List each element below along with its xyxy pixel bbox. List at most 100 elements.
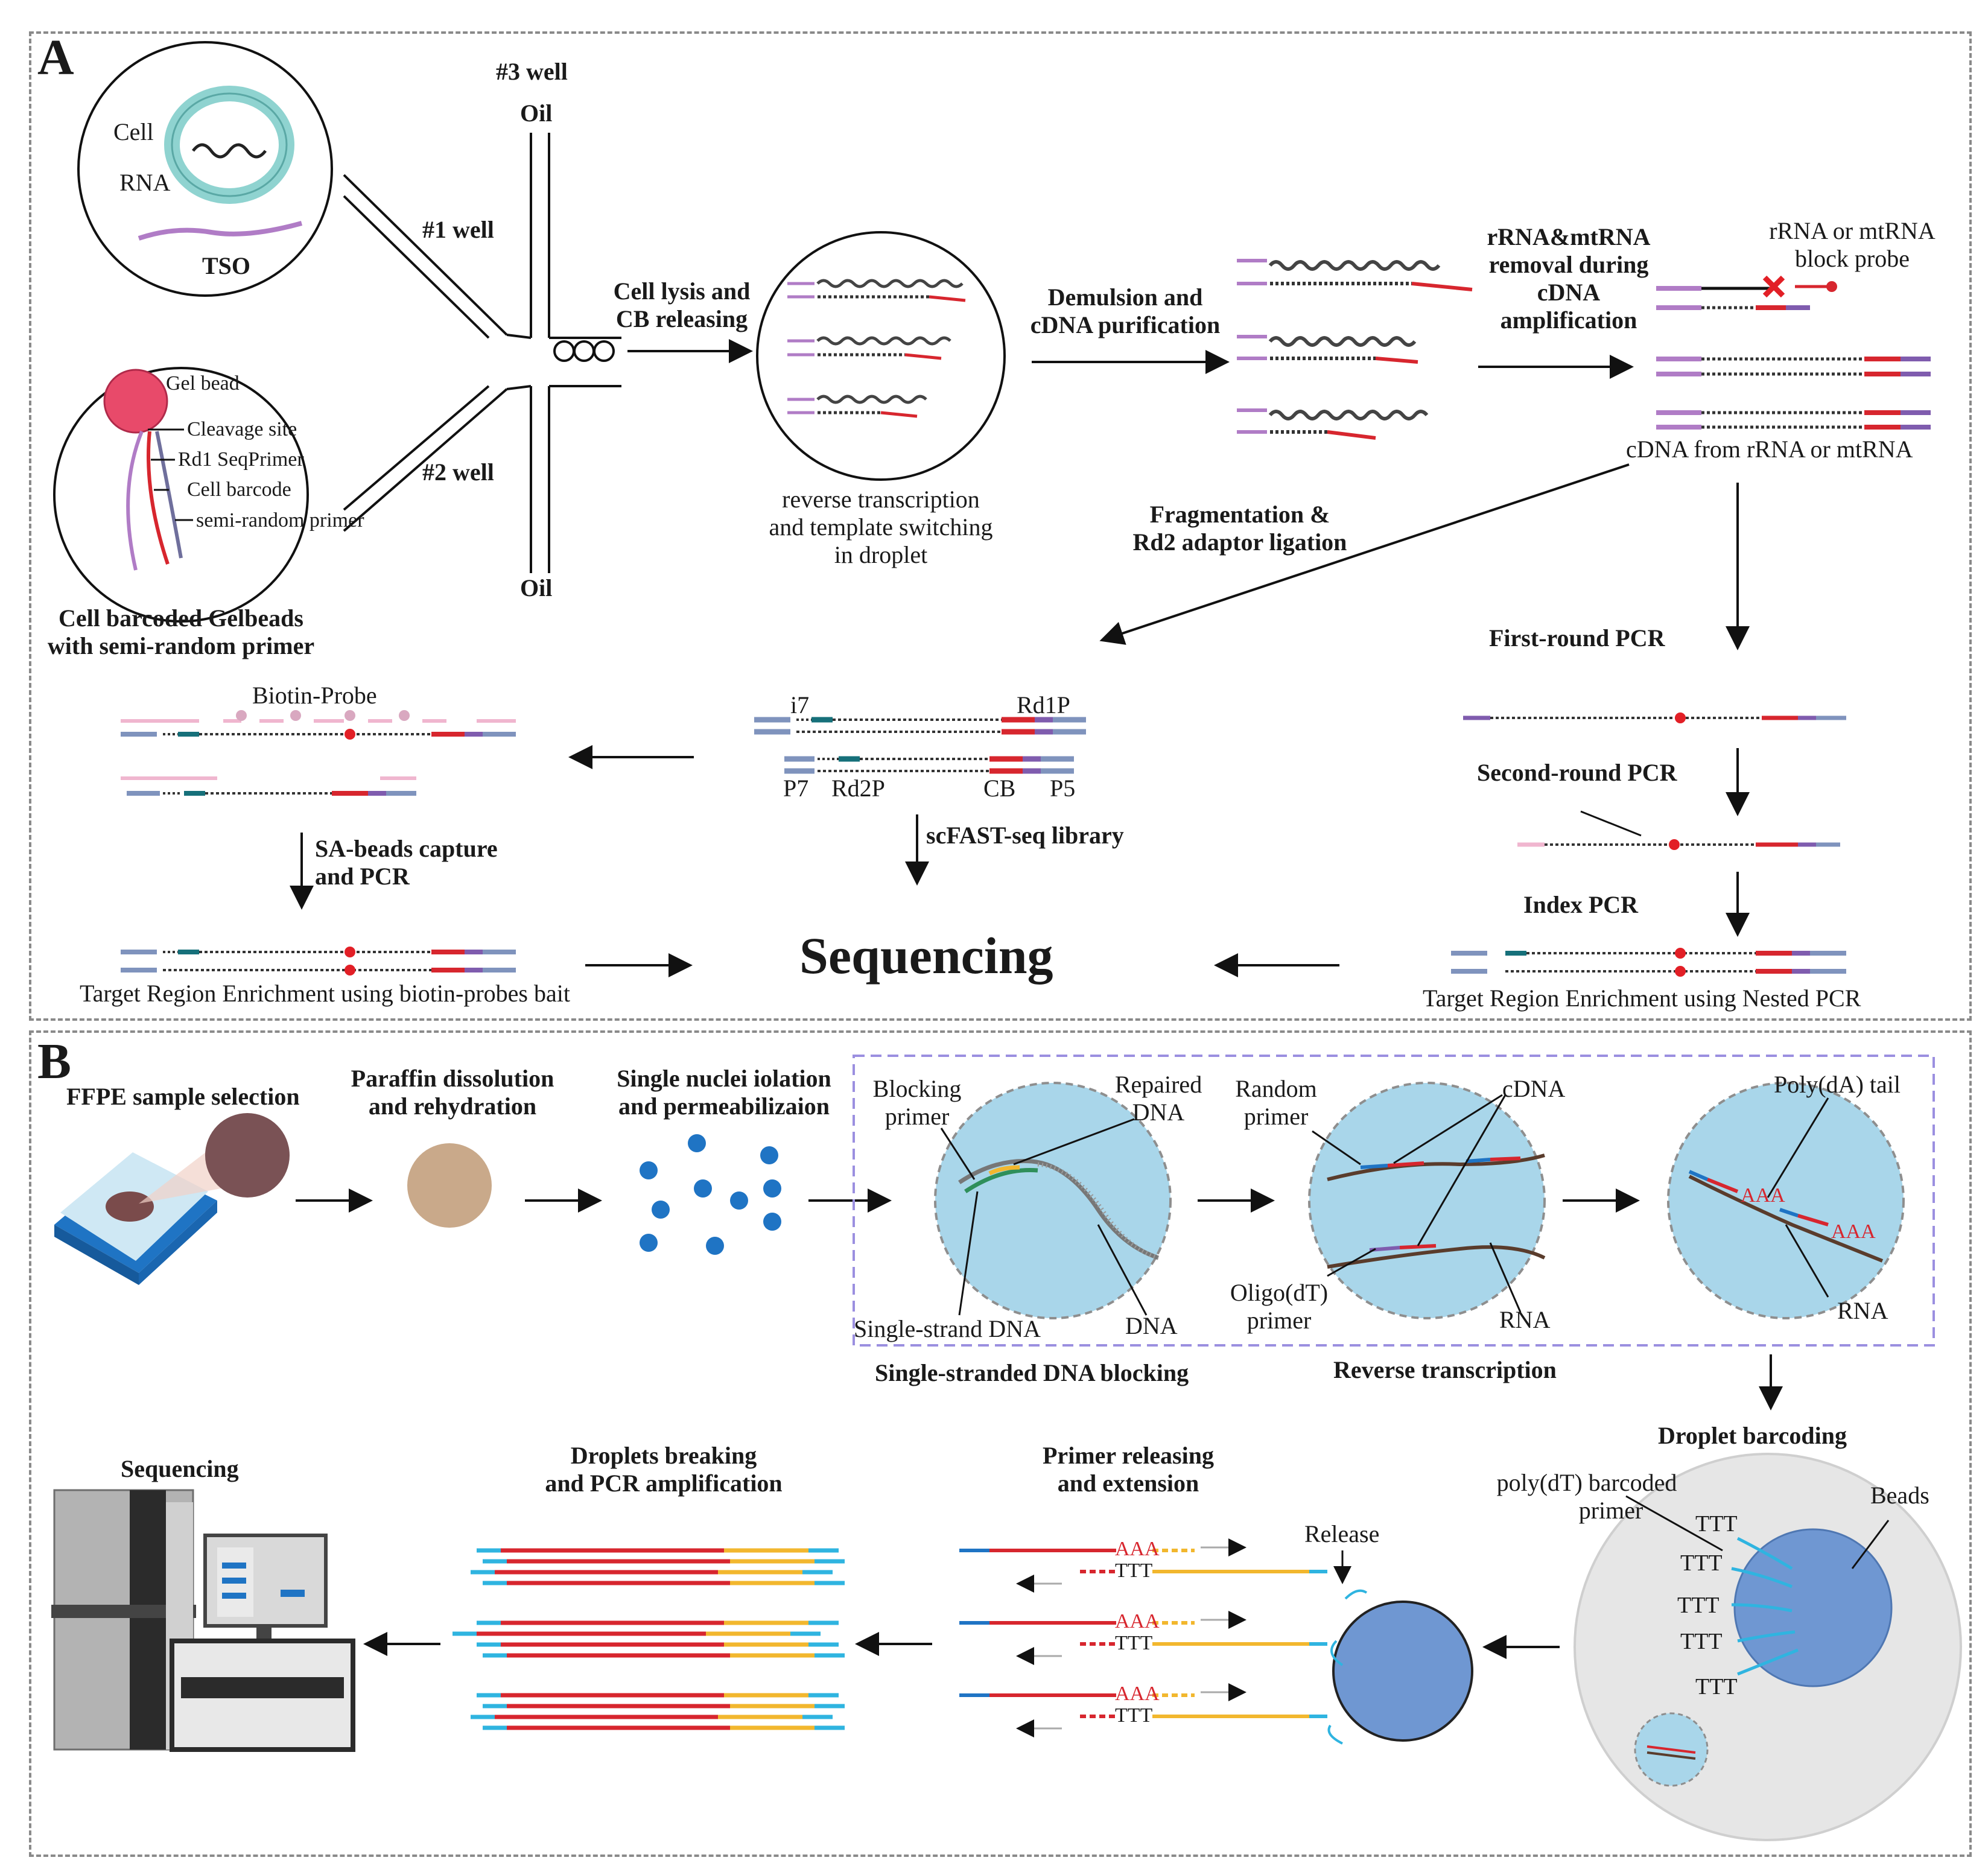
aaa-ext-1: AAA — [1115, 1538, 1160, 1560]
lib-cb-label: CB — [983, 775, 1016, 802]
fragmentation-line2: Rd2 adaptor ligation — [1132, 528, 1347, 556]
primer-release-line1: Primer releasing — [1043, 1442, 1214, 1469]
rt-caption: reverse transcription and template switc… — [742, 486, 1020, 569]
cell-barcode-label: Cell barcode — [187, 478, 291, 501]
droplets-break-label: Droplets breaking and PCR amplification — [519, 1442, 808, 1497]
paraffin-line2: and rehydration — [368, 1093, 537, 1120]
polydt-primer-line2: primer — [1578, 1497, 1643, 1524]
polydt-primer-label: poly(dT) barcoded primer — [1472, 1469, 1701, 1525]
aaa-label-2: AAA — [1831, 1220, 1876, 1243]
random-primer-line2: primer — [1243, 1103, 1309, 1130]
sa-beads-line1: SA-beads capture — [315, 835, 498, 862]
first-pcr-product — [1463, 712, 1846, 723]
ssdna-droplet — [934, 1082, 1172, 1319]
rna-label: RNA — [119, 169, 171, 196]
lib-rd1p-label: Rd1P — [1017, 691, 1070, 719]
blocking-primer-label: Blocking primer — [863, 1075, 971, 1131]
release-strands — [1327, 1589, 1368, 1745]
random-primer-line1: Random — [1235, 1075, 1317, 1102]
panel-a-border — [29, 31, 1972, 1021]
cell-label: Cell — [113, 118, 154, 145]
rt-strands — [787, 279, 966, 418]
biotin-caption: Target Region Enrichment using biotin-pr… — [80, 980, 570, 1007]
barcoded-primers — [1731, 1537, 1799, 1676]
lysis-line1: Cell lysis and — [613, 278, 751, 305]
lib-rd2p-label: Rd2P — [831, 775, 885, 802]
ttt-label-2: TTT — [1680, 1550, 1723, 1576]
biotin-probes — [121, 710, 516, 780]
blocked-rrna — [1656, 286, 1810, 310]
bead-primers — [126, 430, 183, 571]
fragmentation-line1: Fragmentation & — [1149, 501, 1330, 528]
oligo-primer-label: Oligo(dT) primer — [1219, 1279, 1339, 1334]
first-pcr-label: First-round PCR — [1489, 624, 1665, 652]
fragmentation-label: Fragmentation & Rd2 adaptor ligation — [1104, 501, 1376, 556]
nuclei-line2: and permeabilizaion — [618, 1093, 830, 1120]
aaa-ext-3: AAA — [1115, 1683, 1160, 1705]
beads-label: Beads — [1870, 1482, 1929, 1509]
rrna-removal-line1: rRNA&mtRNA — [1487, 223, 1651, 250]
polya-tail-label: Poly(dA) tail — [1774, 1071, 1901, 1098]
paraffin-line1: Paraffin dissolution — [351, 1065, 554, 1092]
single-strand-label: Single-strand DNA — [854, 1315, 1041, 1342]
primer-extension-strands — [959, 1538, 1327, 1737]
repaired-dna-line1: Repaired — [1114, 1071, 1202, 1098]
tso-strand — [138, 221, 303, 241]
lib-p7-label: P7 — [783, 775, 809, 802]
lysis-line2: CB releasing — [615, 305, 748, 332]
droplet-barcoding-label: Droplet barcoding — [1658, 1422, 1847, 1449]
ttt-label-1: TTT — [1695, 1511, 1738, 1537]
panel-b-letter: B — [37, 1033, 72, 1090]
index-pcr-product — [1451, 948, 1846, 977]
gelbeads-caption-line1: Cell barcoded Gelbeads — [59, 604, 303, 632]
rt-caption-line1: reverse transcription — [782, 486, 980, 513]
tail-strands — [1688, 1170, 1884, 1263]
oligo-primer-line2: primer — [1246, 1307, 1312, 1334]
sequencing-b-label: Sequencing — [121, 1455, 239, 1482]
library-label: scFAST-seq library — [926, 822, 1124, 849]
block-probe-label: rRNA or mtRNA block probe — [1756, 217, 1949, 273]
scfast-library — [754, 717, 1086, 774]
pcr-products — [453, 1548, 845, 1730]
nuclei-line1: Single nuclei iolation — [617, 1065, 831, 1092]
nuclei-label: Single nuclei iolation and permeabilizai… — [597, 1065, 851, 1120]
rrna-removal-line4: amplification — [1500, 306, 1637, 334]
cleavage-site-label: Cleavage site — [187, 418, 297, 440]
oligo-primer-line1: Oligo(dT) — [1230, 1279, 1329, 1306]
lib-p5-label: P5 — [1050, 775, 1076, 802]
cdna-rrna-label: cDNA from rRNA or mtRNA — [1626, 436, 1913, 463]
ttt-label-4: TTT — [1680, 1629, 1723, 1654]
barcoding-bead — [1733, 1528, 1893, 1687]
dna-label: DNA — [1125, 1312, 1178, 1339]
oil-bottom-label: Oil — [520, 574, 553, 601]
well3-label: #3 well — [496, 58, 568, 85]
paraffin-label: Paraffin dissolution and rehydration — [335, 1065, 570, 1120]
ttt-ext-3: TTT — [1115, 1704, 1153, 1727]
panel-b-border — [29, 1030, 1972, 1857]
rt-droplet — [756, 231, 1006, 481]
cell-icon — [164, 86, 294, 204]
primer-callout — [1580, 810, 1642, 837]
demulsion-line2: cDNA purification — [1030, 311, 1221, 338]
reverse-transcription-label: Reverse transcription — [1333, 1356, 1557, 1383]
block-probe-line1: rRNA or mtRNA — [1769, 217, 1936, 244]
biotin-targets — [121, 729, 516, 796]
cdna-label: cDNA — [1502, 1075, 1566, 1102]
panel-a-letter: A — [37, 30, 74, 86]
tso-label: TSO — [202, 252, 251, 279]
demulsion-line1: Demulsion and — [1047, 284, 1203, 311]
mini-droplet-icon — [1634, 1712, 1709, 1787]
semi-random-primer-label: semi-random primer — [196, 509, 364, 531]
ttt-label-3: TTT — [1677, 1593, 1720, 1618]
polydt-primer-line1: poly(dT) barcoded — [1496, 1469, 1677, 1496]
rna-rt-label: RNA — [1499, 1306, 1551, 1333]
blocking-primer-line1: Blocking — [872, 1075, 962, 1102]
droplet-callouts — [1625, 1495, 1890, 1569]
droplet-steps-frame — [853, 1055, 1935, 1347]
block-probe-icon — [1795, 281, 1837, 292]
microfluidic-chip — [343, 133, 621, 573]
ssdna-strands — [958, 1158, 1160, 1260]
aaa-label-1: AAA — [1741, 1184, 1785, 1207]
block-probe-line2: block probe — [1795, 245, 1910, 272]
